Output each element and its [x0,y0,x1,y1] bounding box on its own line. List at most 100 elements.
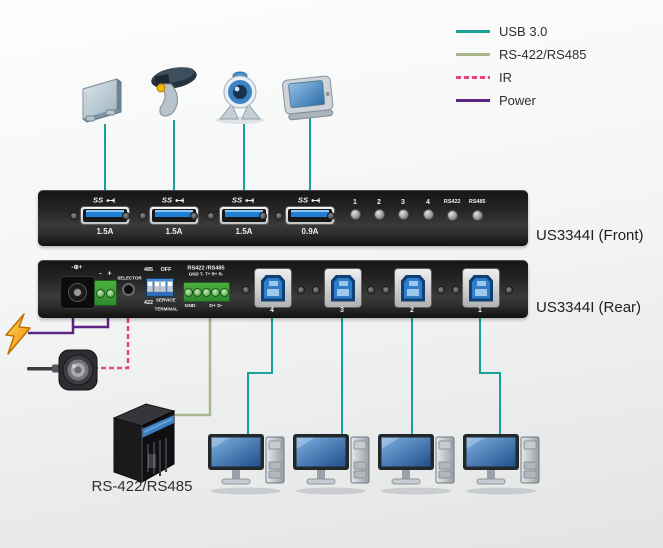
usb-b-port-number: 1 [478,307,482,314]
dip-label-485: 485 [144,266,154,273]
terminal-screw-icon [193,287,202,297]
usb3-ss-logo-icon: SS [231,196,256,205]
dip-switch-block [146,278,174,297]
ir-cable [96,310,130,370]
power-line-swatch [456,99,490,102]
usb-b-port-3 [324,268,362,308]
external-drive-icon [82,78,122,123]
dip-label-service-terminal: SERVICE TERMINAL [154,297,178,312]
selector-label: SELECTOR [116,275,142,281]
serial-device-label: RS-422/RS485 [91,478,193,495]
serial-gnd-label: GND [184,302,196,308]
screw-icon [312,286,320,294]
usb-a-port [219,206,269,225]
ir-line-swatch [456,76,490,79]
led-label: RS422 [443,198,461,205]
usb-line-swatch [456,30,490,33]
serial-pin-labels: GND T- T+ R+ R- [188,271,224,277]
usb-b-port-number: 2 [410,307,414,314]
led-label: 4 [426,199,430,206]
terminal-screw-icon [106,288,115,298]
power-terminal-labels: - + [99,269,112,278]
legend-row-serial: RS-422/RS485 [456,43,586,66]
dip-switch-icon [147,281,154,292]
ir-receiver-icon [27,349,98,391]
computer-icon [208,434,285,495]
usb3-port-4: SS 0.9A [282,196,338,236]
terminal-screw-icon [211,287,220,297]
usb-a-port [80,206,130,225]
serial-terminal-header: RS422 /RS485 [187,264,225,271]
handheld-terminal-icon [282,75,334,121]
led-port4: 4 [413,199,443,220]
amp-label: 0.9A [301,227,319,236]
screw-icon [382,286,390,294]
screw-icon [452,286,460,294]
lightning-bolt-icon [5,313,31,355]
usb-b-port-number: 3 [340,307,344,314]
usb3-ss-logo-icon: SS [297,196,322,205]
dip-switch-icon [160,281,167,292]
usb3-ss-logo-icon: SS [161,196,186,205]
rear-panel: -⊕+ - + SELECTOR 485 OFF [38,260,528,318]
serial-dplus-dminus-label: D+ D- [209,302,223,308]
usb3-port-3: SS 1.5A [216,196,272,236]
screw-icon [327,212,335,220]
front-panel-label: US3344I (Front) [536,227,644,244]
terminal-screw-icon [202,287,211,297]
legend: USB 3.0 RS-422/RS485 IR Power [456,20,586,112]
led-icon [373,209,385,220]
amp-label: 1.5A [235,227,253,236]
usb-b-port-number: 4 [270,307,274,314]
serial-line-swatch [456,53,490,56]
legend-label: Power [499,93,536,108]
screw-icon [139,212,147,220]
computer-icon [378,434,455,495]
led-label: 2 [377,199,381,206]
serial-terminal-block [183,282,230,302]
legend-label: USB 3.0 [499,24,548,39]
usb-cables [104,118,501,440]
led-rs485: RS485 [462,199,492,221]
amp-label: 1.5A [165,227,183,236]
led-icon [422,209,434,220]
dip-switch-icon [166,281,173,292]
terminal-screw-icon [96,288,105,298]
usb3-port-2: SS 1.5A [146,196,202,236]
computer-icon [463,434,540,495]
screw-icon [190,212,198,220]
screw-icon [122,212,130,220]
screw-icon [275,212,283,220]
usb-b-port-2 [394,268,432,308]
screw-icon [207,212,215,220]
legend-label: RS-422/RS485 [499,47,587,62]
usb3-port-1: SS 1.5A [77,196,133,236]
screw-icon [297,286,305,294]
led-port3: 3 [388,199,418,220]
led-rs422: RS422 [437,199,467,221]
legend-row-usb: USB 3.0 [456,20,586,43]
screw-icon [242,286,250,294]
screw-icon [70,212,78,220]
usb-a-port [285,206,335,225]
led-icon [446,210,458,221]
terminal-screw-icon [184,287,193,297]
screw-icon [367,286,375,294]
usb-b-port-1 [462,268,500,308]
led-label: RS485 [468,198,486,205]
selector-button [122,283,135,296]
rear-panel-label: US3344I (Rear) [536,299,642,316]
dc-jack-ring [68,283,87,302]
front-panel: SS 1.5A SS 1.5A SS 1.5A SS [38,190,528,246]
led-label: 1 [353,199,357,206]
led-label: 3 [401,199,405,206]
legend-row-power: Power [456,89,586,112]
led-port1: 1 [340,199,370,220]
dip-label-422: 422 [144,299,154,306]
led-icon [471,210,483,221]
usb3-ss-logo-icon: SS [92,196,117,205]
led-icon [397,209,409,220]
amp-label: 1.5A [96,227,114,236]
